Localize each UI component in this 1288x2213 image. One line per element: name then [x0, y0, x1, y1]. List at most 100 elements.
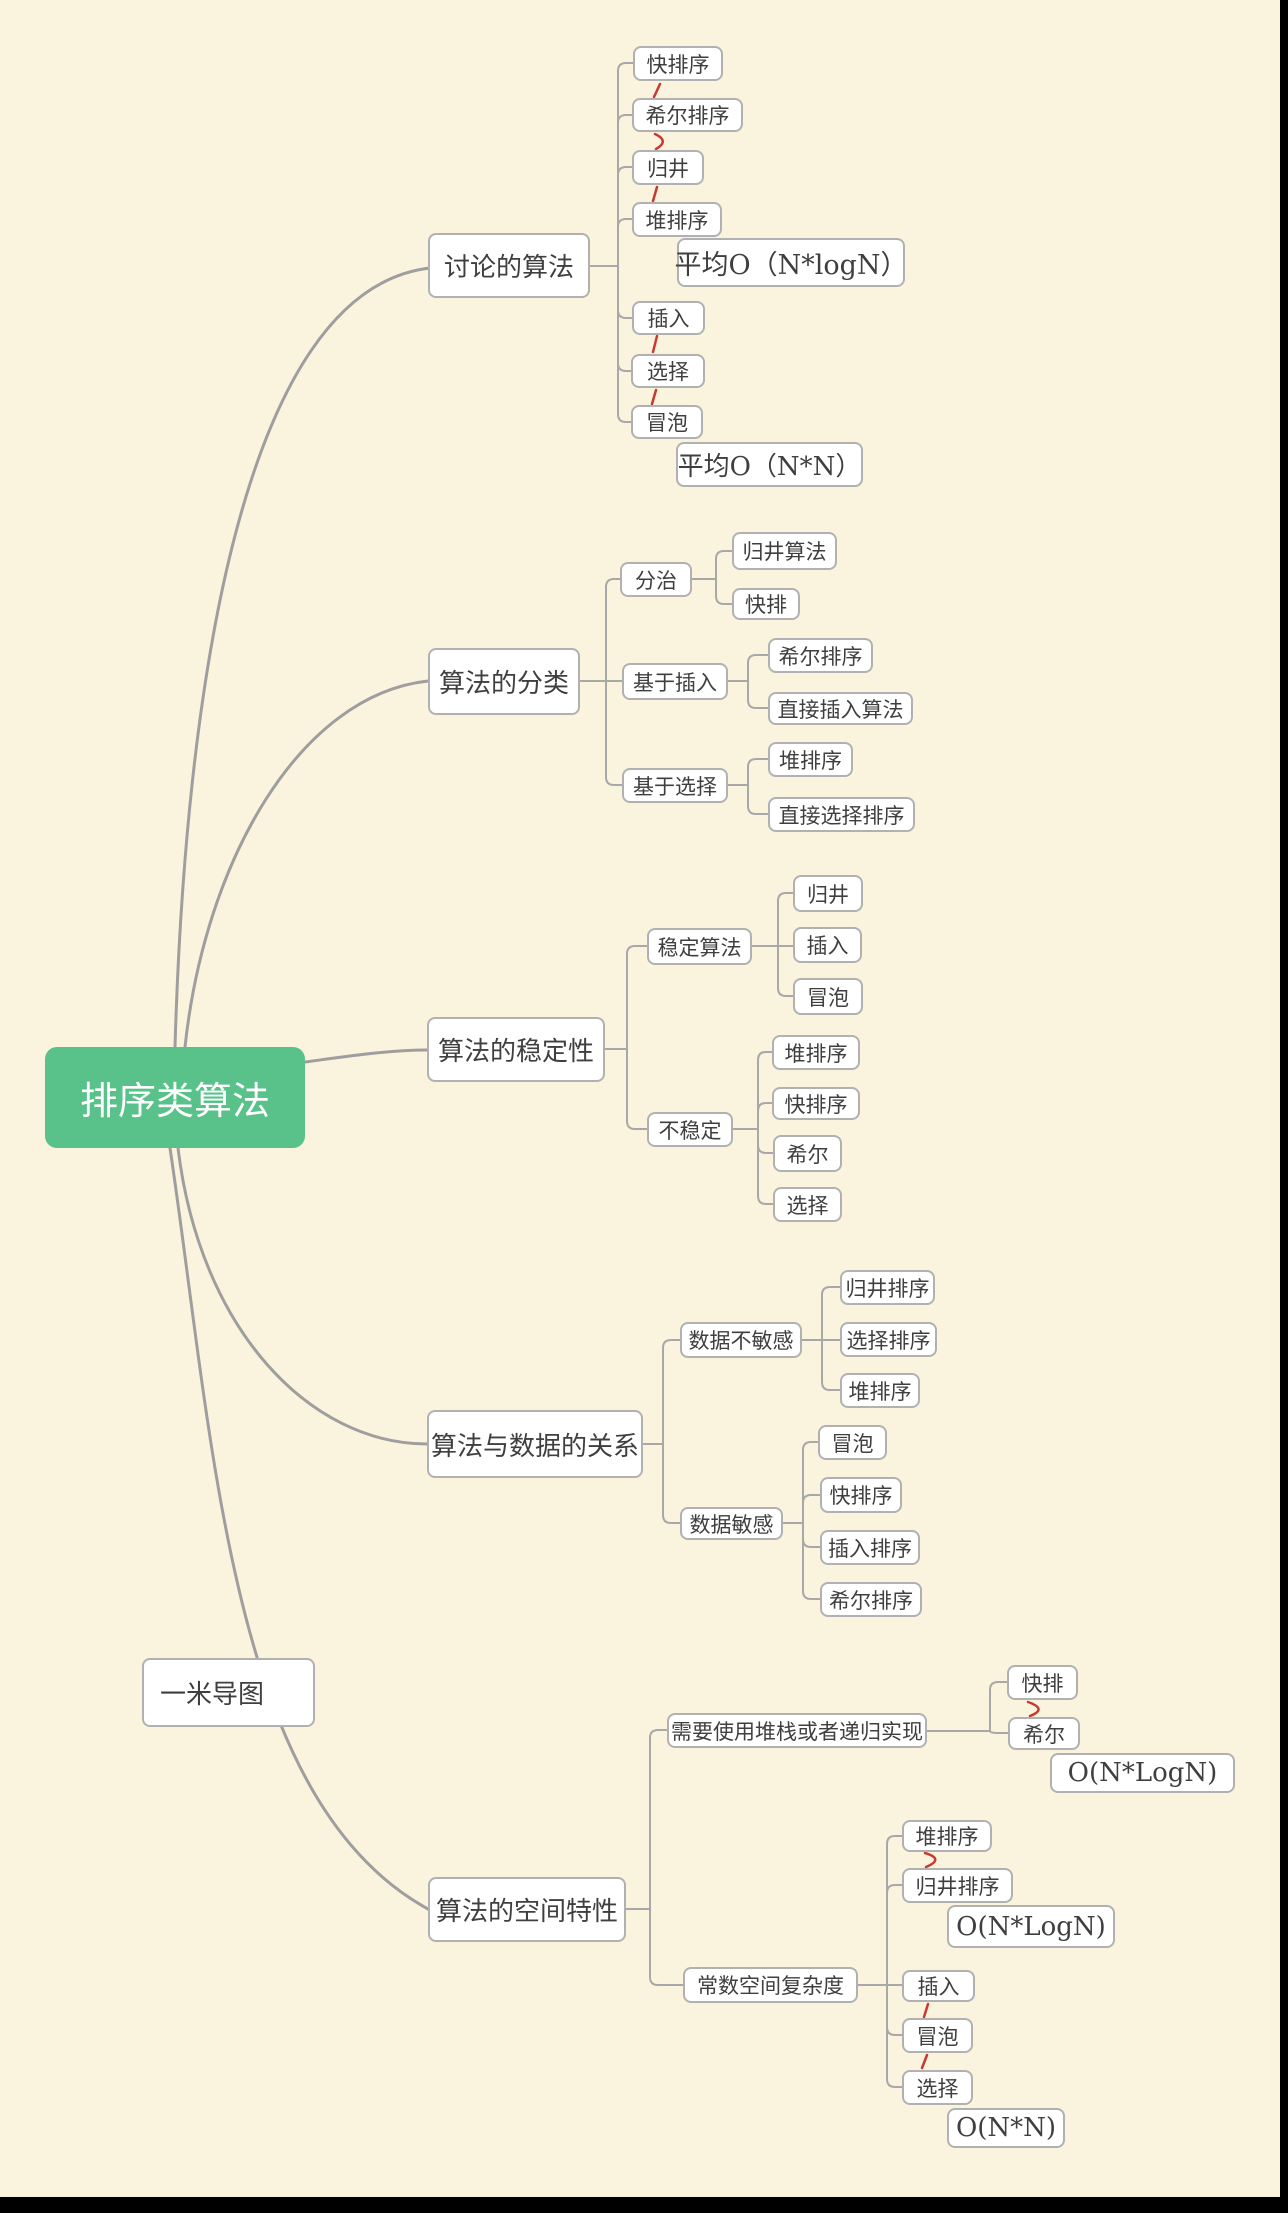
elbow-b5-stack-c0 [989, 1681, 1008, 1732]
b3-node-unstable[interactable]: 不稳定 [647, 1112, 733, 1147]
b4-node-shell-sort[interactable]: 希尔排序 [820, 1582, 922, 1617]
elbow-b4-insensitive [662, 1339, 681, 1445]
b5-node-heap-sort[interactable]: 堆排序 [902, 1820, 992, 1852]
red-mark-insert-select [651, 334, 659, 354]
b2-node-heap-sort[interactable]: 堆排序 [768, 742, 853, 777]
root-node[interactable]: 排序类算法 [45, 1047, 305, 1148]
red-mark-select-bubble [650, 388, 658, 406]
b3-node-shell[interactable]: 希尔 [773, 1135, 842, 1172]
b3-node-select[interactable]: 选择 [773, 1187, 842, 1222]
elbow-b5-const-c0 [886, 1835, 903, 1986]
elbow-b2-sel-c0 [747, 758, 769, 786]
b3-node-heap-sort[interactable]: 堆排序 [772, 1035, 860, 1070]
elbow-b5-const [649, 1908, 684, 1986]
b5-node-select[interactable]: 选择 [902, 2070, 973, 2105]
elbow-b2-sel-c1 [747, 784, 769, 815]
b4-node-data-insensitive[interactable]: 数据不敏感 [680, 1322, 802, 1358]
b3-node-insert[interactable]: 插入 [793, 927, 862, 963]
elbow-b3-unstable-c3 [757, 1128, 774, 1205]
b3-node-quick-sort[interactable]: 快排序 [772, 1087, 860, 1120]
branch-discussed-algorithms[interactable]: 讨论的算法 [428, 233, 590, 298]
curve-root-to-branch1 [173, 266, 432, 1049]
elbow-b1-c2 [617, 166, 633, 267]
elbow-b3-stable-c2 [777, 945, 794, 997]
elbow-b4-ins-c2 [821, 1339, 841, 1391]
elbow-b3-stable-c0 [777, 892, 794, 947]
red-mark-quick-shell-b5 [1026, 1700, 1040, 1718]
branch-data-relation[interactable]: 算法与数据的关系 [427, 1410, 643, 1478]
b1-node-heap-sort[interactable]: 堆排序 [632, 202, 722, 237]
b4-node-data-sensitive[interactable]: 数据敏感 [680, 1507, 783, 1540]
red-mark-merge-heap [651, 185, 659, 203]
b2-node-quick[interactable]: 快排 [732, 588, 800, 620]
curve-root-to-branch3 [303, 1048, 429, 1064]
b3-node-bubble[interactable]: 冒泡 [793, 978, 863, 1015]
b5-node-merge-sort[interactable]: 归井排序 [902, 1868, 1013, 1903]
b4-node-bubble[interactable]: 冒泡 [818, 1425, 887, 1460]
curve-root-to-branch5 [168, 1146, 430, 1911]
b2-node-shell-sort[interactable]: 希尔排序 [768, 638, 873, 673]
elbow-b4-sensitive [662, 1443, 681, 1524]
b1-node-quick-sort[interactable]: 快排序 [633, 46, 723, 81]
b5-annotation-nlogn-bottom[interactable]: O(N*LogN) [947, 1905, 1115, 1948]
elbow-b2-divide-c1 [715, 578, 733, 605]
elbow-b5-stack-c1 [989, 1730, 1009, 1734]
watermark-yimi: 一米导图 [142, 1658, 315, 1727]
b4-node-heap-sort[interactable]: 堆排序 [840, 1373, 920, 1408]
branch-stability[interactable]: 算法的稳定性 [427, 1017, 605, 1082]
b4-node-insert-sort[interactable]: 插入排序 [820, 1530, 920, 1565]
b5-annotation-nn[interactable]: O(N*N) [947, 2108, 1065, 2148]
branch-space-property[interactable]: 算法的空间特性 [428, 1877, 626, 1942]
screen-edge-right [1280, 0, 1288, 2213]
red-mark-shell-merge [653, 132, 664, 151]
elbow-b4-sen-c0 [802, 1441, 819, 1524]
b1-node-merge[interactable]: 归井 [632, 150, 704, 185]
elbow-b3-unstable-c0 [757, 1051, 773, 1130]
red-mark-quick-shell [652, 82, 662, 99]
b4-node-quick-sort[interactable]: 快排序 [820, 1477, 902, 1513]
elbow-b3-unstable-c2 [757, 1128, 774, 1154]
b5-node-insert[interactable]: 插入 [902, 1970, 975, 2002]
elbow-b2-selectbased [605, 680, 623, 786]
b2-node-divide-conquer[interactable]: 分治 [620, 562, 692, 597]
elbow-b4-sen-c1 [802, 1494, 821, 1524]
b5-node-quick[interactable]: 快排 [1007, 1665, 1078, 1700]
elbow-b1-c1 [617, 114, 633, 267]
b1-annotation-avg-nlogn[interactable]: 平均O（N*logN） [674, 238, 908, 287]
screen-edge-bottom [0, 2197, 1288, 2213]
b4-node-select-sort[interactable]: 选择排序 [840, 1322, 937, 1357]
b4-node-merge-sort[interactable]: 归井排序 [840, 1270, 935, 1305]
b3-node-stable[interactable]: 稳定算法 [647, 928, 752, 965]
b5-node-stack-or-recursion[interactable]: 需要使用堆栈或者递归实现 [667, 1713, 927, 1748]
b5-node-bubble[interactable]: 冒泡 [902, 2018, 973, 2053]
b5-node-constant-space[interactable]: 常数空间复杂度 [683, 1967, 858, 2003]
elbow-b2-divide-c0 [715, 550, 733, 580]
elbow-b3-stable [626, 945, 648, 1050]
elbow-b3-unstable [626, 1048, 648, 1130]
red-mark-bubble-select-b5 [920, 2053, 929, 2070]
elbow-b1-c5 [617, 265, 633, 319]
branch-classification[interactable]: 算法的分类 [428, 648, 580, 715]
elbow-b5-stack [649, 1729, 668, 1910]
b3-node-merge[interactable]: 归井 [793, 875, 863, 912]
b1-node-select[interactable]: 选择 [631, 354, 705, 388]
b1-node-bubble[interactable]: 冒泡 [631, 405, 703, 439]
elbow-b1-c0 [617, 62, 634, 267]
curve-root-to-branch4 [176, 1146, 429, 1446]
elbow-b5-const-c1 [886, 1884, 903, 1986]
red-mark-heap-merge-b5 [923, 1851, 937, 1869]
elbow-b4-sen-c2 [802, 1522, 821, 1548]
b2-node-direct-insert[interactable]: 直接插入算法 [768, 692, 913, 725]
red-mark-insert-bubble-b5 [922, 2002, 930, 2019]
b1-annotation-avg-nn[interactable]: 平均O（N*N） [676, 442, 863, 487]
b1-node-insert[interactable]: 插入 [632, 301, 705, 335]
b2-node-merge-algorithm[interactable]: 归井算法 [732, 532, 837, 570]
b5-node-shell[interactable]: 希尔 [1008, 1717, 1080, 1750]
b2-node-insert-based[interactable]: 基于插入 [622, 663, 728, 700]
elbow-b1-c3 [617, 218, 633, 267]
b2-node-select-based[interactable]: 基于选择 [622, 768, 728, 803]
b2-node-direct-select[interactable]: 直接选择排序 [768, 797, 915, 832]
b5-annotation-nlogn-top[interactable]: O(N*LogN) [1050, 1753, 1235, 1793]
b1-node-shell-sort[interactable]: 希尔排序 [632, 98, 743, 132]
